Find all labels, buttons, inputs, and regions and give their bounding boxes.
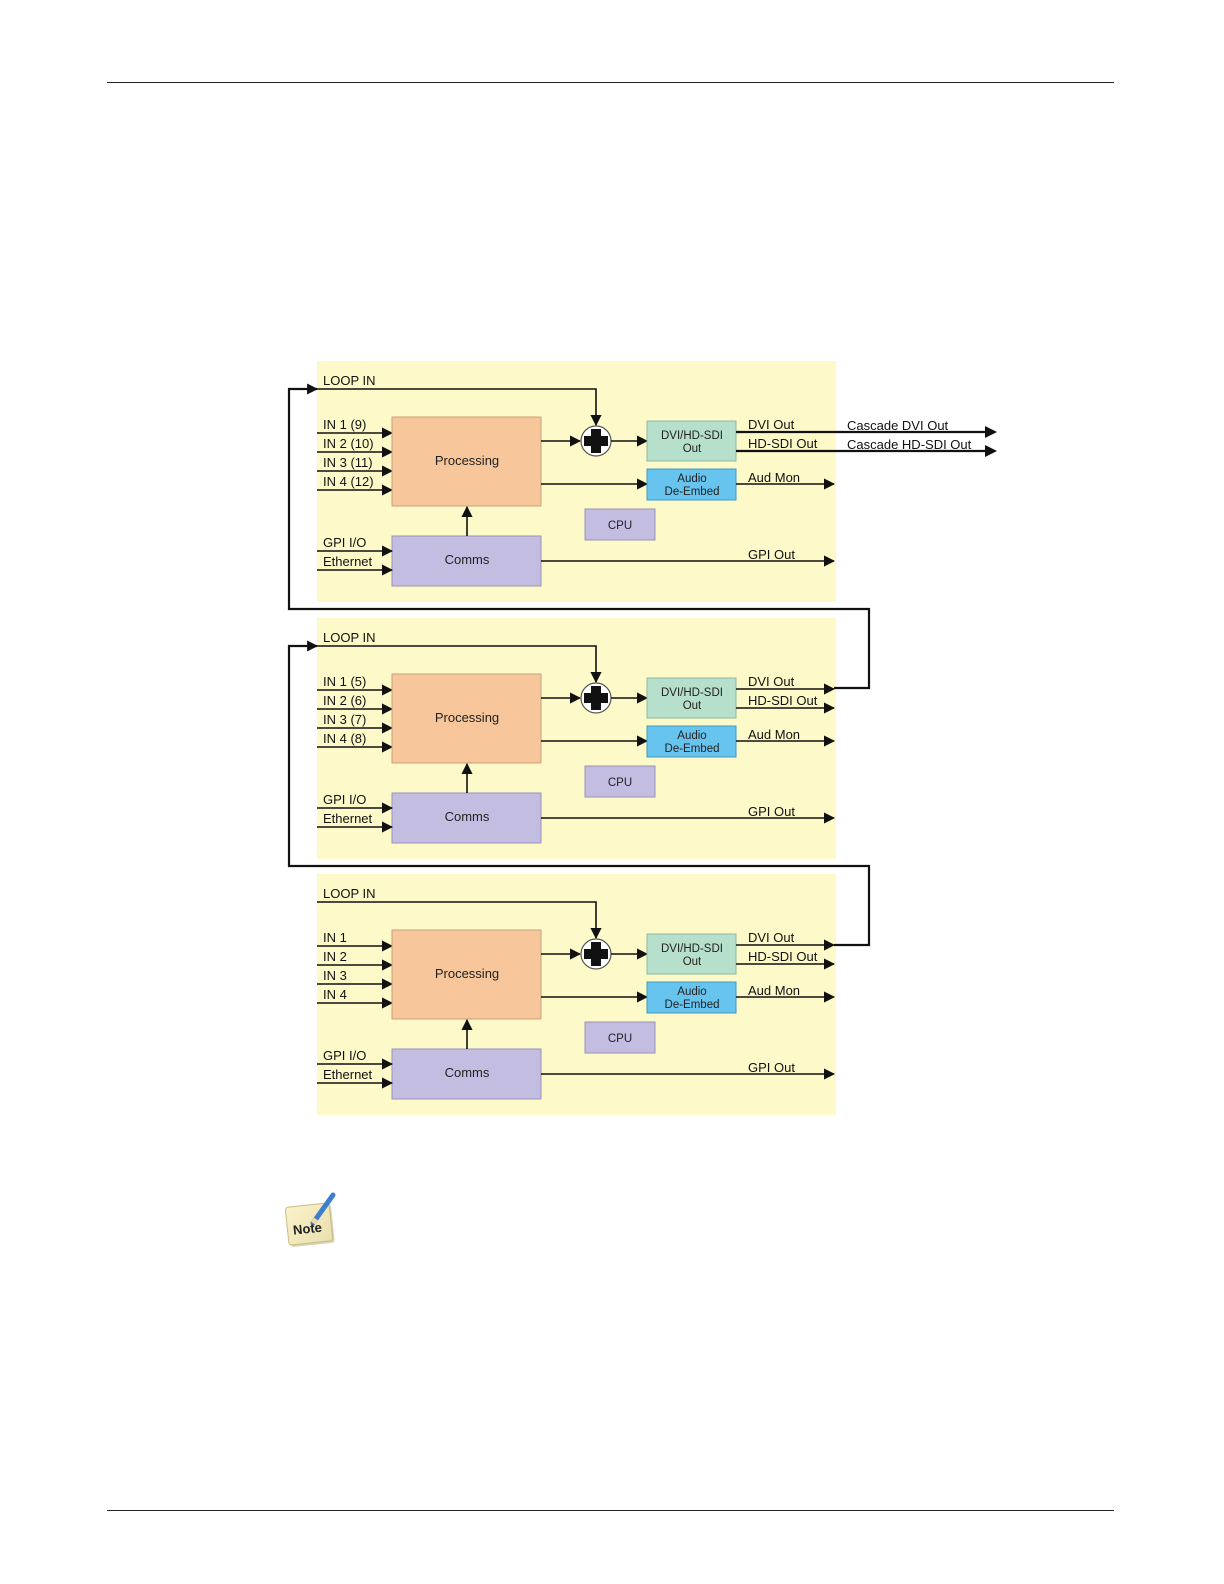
gpi-io-label: GPI I/O — [323, 535, 366, 550]
audio-line2: De-Embed — [665, 999, 720, 1011]
processing-label: Processing — [435, 453, 499, 468]
gpi-io-label: GPI I/O — [323, 792, 366, 807]
loop-in-label: LOOP IN — [323, 373, 376, 388]
cascade-dvi-arrowhead — [985, 426, 997, 438]
hdsdi-out-label: HD-SDI Out — [748, 949, 818, 964]
hdsdi-out-label: HD-SDI Out — [748, 693, 818, 708]
processing-block — [391, 416, 542, 507]
input-label-3: IN 3 (11) — [323, 455, 373, 470]
cascade-hdsdi-label: Cascade HD-SDI Out — [847, 437, 972, 452]
cascade-link-stage3-to-stage2 — [287, 640, 871, 947]
comms-block — [391, 1048, 542, 1100]
cpu-block — [584, 765, 656, 798]
gpi-out-label: GPI Out — [748, 1060, 795, 1075]
comms-label: Comms — [445, 552, 490, 567]
cpu-block — [584, 508, 656, 541]
audio-de-embed-block — [646, 725, 737, 758]
loop-in-label: LOOP IN — [323, 630, 376, 645]
plus-icon — [584, 686, 608, 710]
aud-mon-label: Aud Mon — [748, 983, 800, 998]
input-label-1: IN 1 (9) — [323, 417, 366, 432]
input-label-3: IN 3 (7) — [323, 712, 366, 727]
ethernet-label: Ethernet — [323, 554, 373, 569]
dvi-hdsdi-out-block — [646, 420, 737, 462]
input-label-4: IN 4 (8) — [323, 731, 366, 746]
loop-in-label: LOOP IN — [323, 886, 376, 901]
dvi-hdsdi-out-line1: DVI/HD-SDI — [661, 430, 723, 442]
dvi-out-label: DVI Out — [748, 674, 795, 689]
loop-in-line — [317, 901, 602, 940]
loop-in-line — [317, 388, 602, 427]
cascade-link-stage2-to-stage1 — [287, 383, 871, 690]
comms-block — [391, 535, 542, 587]
audio-de-embed-block — [646, 981, 737, 1014]
header-rule — [107, 82, 1114, 83]
processing-label: Processing — [435, 966, 499, 981]
cascade-hdsdi-arrowhead — [985, 445, 997, 457]
audio-line1: Audio — [677, 986, 706, 998]
stage-1: LOOP IN IN 1 (9) IN 2 (10) IN 3 (11) IN 4 (1… — [317, 361, 997, 602]
dvi-hdsdi-out-line1: DVI/HD-SDI — [661, 687, 723, 699]
audio-line1: Audio — [677, 730, 706, 742]
cascade-connectors — [287, 383, 871, 947]
audio-line1: Audio — [677, 473, 706, 485]
ethernet-label: Ethernet — [323, 811, 373, 826]
dvi-out-label: DVI Out — [748, 930, 795, 945]
comms-label: Comms — [445, 809, 490, 824]
note-icon: Note — [284, 1192, 336, 1247]
dvi-out-label: DVI Out — [748, 417, 795, 432]
dvi-hdsdi-out-line2: Out — [683, 443, 702, 455]
input-label-2: IN 2 — [323, 949, 347, 964]
processing-label: Processing — [435, 710, 499, 725]
comms-block — [391, 792, 542, 844]
cpu-label: CPU — [608, 520, 632, 532]
input-label-1: IN 1 (5) — [323, 674, 366, 689]
input-label-4: IN 4 (12) — [323, 474, 374, 489]
gpi-out-label: GPI Out — [748, 547, 795, 562]
note-label: Note — [292, 1220, 322, 1238]
audio-de-embed-block — [646, 468, 737, 501]
cpu-label: CPU — [608, 777, 632, 789]
plus-icon — [584, 429, 608, 453]
pencil-icon — [310, 1192, 336, 1226]
gpi-io-label: GPI I/O — [323, 1048, 366, 1063]
aud-mon-label: Aud Mon — [748, 727, 800, 742]
dvi-hdsdi-out-line2: Out — [683, 956, 702, 968]
input-label-1: IN 1 — [323, 930, 347, 945]
dvi-hdsdi-out-block — [646, 677, 737, 719]
input-label-2: IN 2 (10) — [323, 436, 374, 451]
processing-block — [391, 673, 542, 764]
dvi-hdsdi-out-line1: DVI/HD-SDI — [661, 943, 723, 955]
aud-mon-label: Aud Mon — [748, 470, 800, 485]
processing-block — [391, 929, 542, 1020]
input-label-3: IN 3 — [323, 968, 347, 983]
cpu-label: CPU — [608, 1033, 632, 1045]
footer-rule — [107, 1510, 1114, 1511]
dvi-hdsdi-out-line2: Out — [683, 700, 702, 712]
input-label-2: IN 2 (6) — [323, 693, 366, 708]
cpu-block — [584, 1021, 656, 1054]
hdsdi-out-label: HD-SDI Out — [748, 436, 818, 451]
input-label-4: IN 4 — [323, 987, 347, 1002]
dvi-hdsdi-out-block — [646, 933, 737, 975]
stages-layer: LOOP IN IN 1 (9) IN 2 (10) IN 3 (11) IN 4 (1… — [317, 361, 997, 1115]
gpi-out-label: GPI Out — [748, 804, 795, 819]
audio-line2: De-Embed — [665, 486, 720, 498]
plus-icon — [584, 942, 608, 966]
stage-2: LOOP IN IN 1 (5) IN 2 (6) IN 3 (7) IN 4 (8) P… — [317, 618, 836, 859]
comms-label: Comms — [445, 1065, 490, 1080]
ethernet-label: Ethernet — [323, 1067, 373, 1082]
cascade-dvi-label: Cascade DVI Out — [847, 418, 949, 433]
loop-in-line — [317, 645, 602, 684]
audio-line2: De-Embed — [665, 743, 720, 755]
